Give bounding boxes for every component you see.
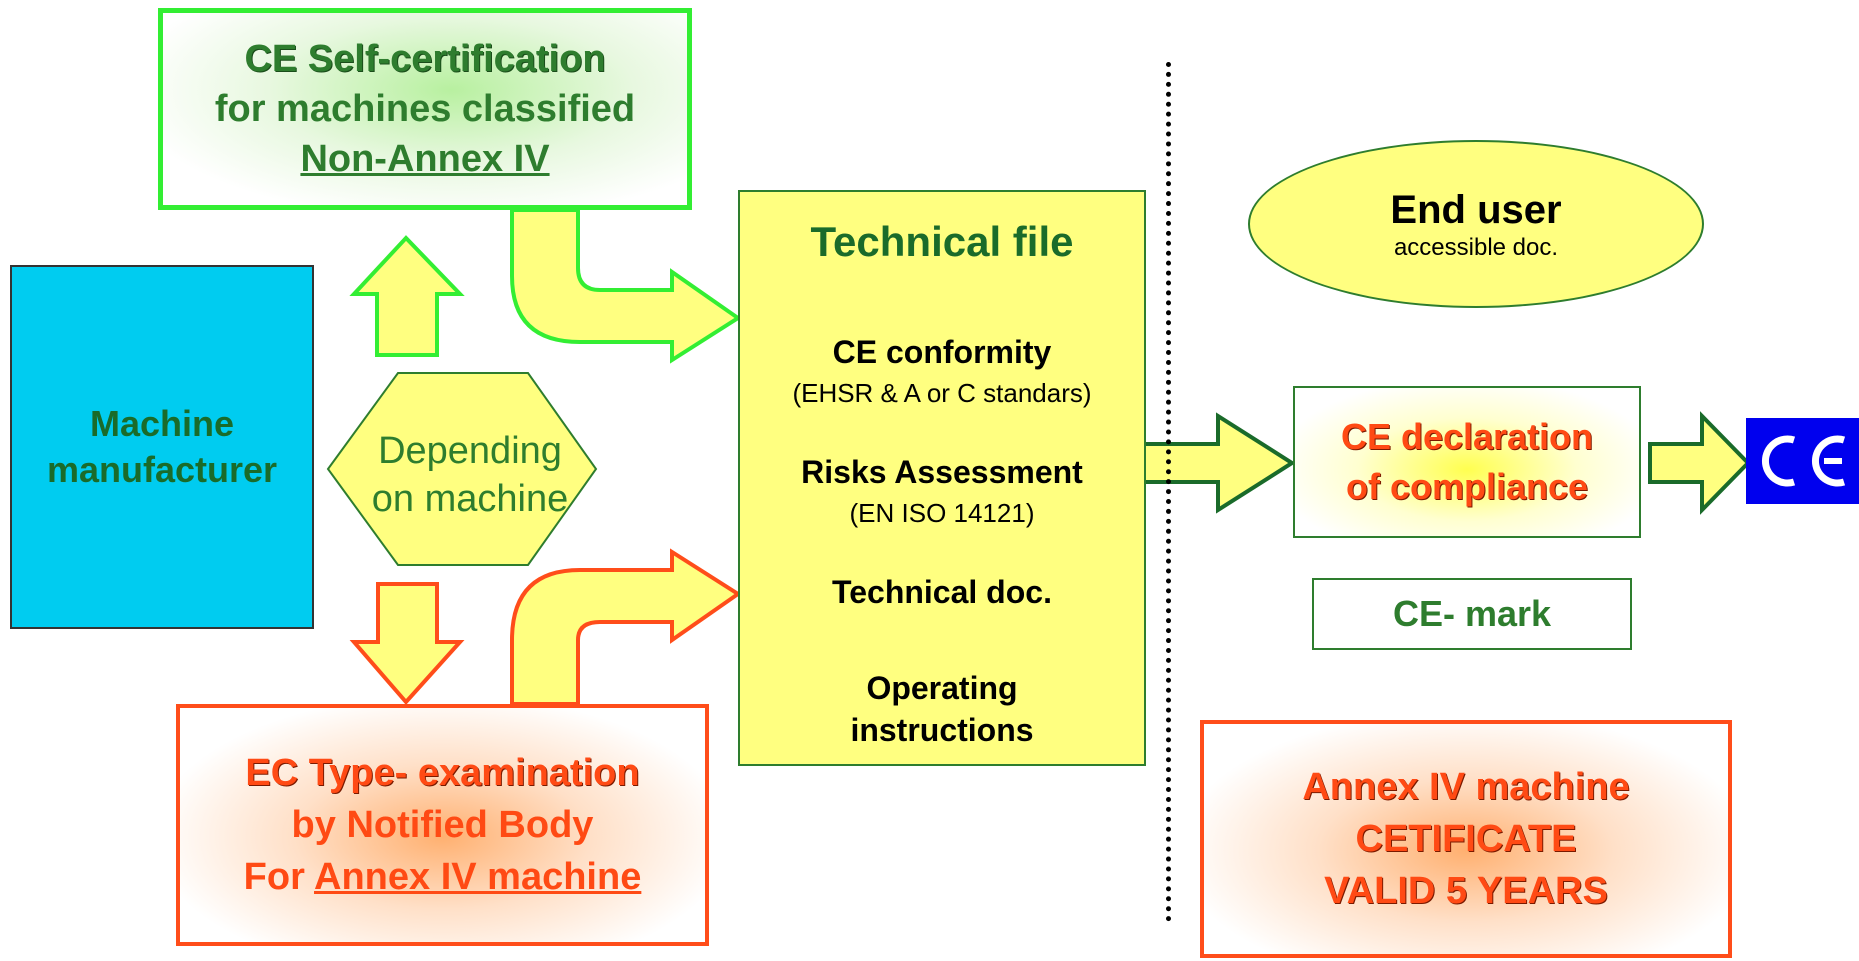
technical-file-title: Technical file <box>810 218 1074 265</box>
ce-mark-box: CE- mark <box>1312 578 1632 650</box>
arrow-to-declaration <box>1136 412 1296 514</box>
curved-arrow-ec-type <box>510 548 742 706</box>
end-user-ellipse: End user accessible doc. <box>1248 140 1704 308</box>
end-user-subtitle: accessible doc. <box>1393 234 1559 261</box>
ce-logo-icon <box>1746 418 1859 504</box>
decision-label: Depending on machine <box>330 420 610 530</box>
decision-line1: Depending <box>378 430 562 472</box>
curved-arrow-self-cert <box>510 208 742 364</box>
decision-hexagon <box>326 372 598 566</box>
tech-item-risk-assessment-sub: (EN ISO 14121) <box>849 498 1035 528</box>
technical-file-box: Technical file CE conformity (EHSR & A o… <box>738 190 1146 766</box>
ec-type-line3: For Annex IV machine <box>244 851 642 903</box>
ec-type-line3-link: Annex IV machine <box>314 856 642 898</box>
ec-type-line1: EC Type- examination <box>245 752 640 794</box>
dotted-divider <box>1166 62 1171 922</box>
self-certification-box: CE Self-certification for machines class… <box>158 8 692 210</box>
ec-type-line2: by Notified Body <box>291 804 594 846</box>
annex-line3: VALID 5 YEARS <box>1324 870 1608 912</box>
self-cert-line2: for machines classified <box>214 88 636 130</box>
tech-item-operating-line1: Operating <box>866 670 1018 706</box>
self-cert-line1: CE Self-certification <box>244 38 606 80</box>
tech-item-ce-conformity: CE conformity <box>832 334 1052 370</box>
up-arrow <box>349 235 465 357</box>
annex-line2: CETIFICATE <box>1355 818 1577 860</box>
manufacturer-line1: Machine <box>89 403 235 444</box>
down-arrow <box>349 582 465 706</box>
tech-item-risk-assessment: Risks Assessment <box>801 454 1083 490</box>
ec-type-examination-box: EC Type- examination by Notified Body Fo… <box>176 704 709 946</box>
tech-item-ce-conformity-sub: (EHSR & A or C standars) <box>792 378 1092 408</box>
decision-line2: on machine <box>371 478 569 520</box>
ce-mark-label: CE- mark <box>1392 593 1552 634</box>
ec-type-line3-prefix: For <box>243 856 315 898</box>
arrow-to-ce-logo <box>1648 411 1751 515</box>
annex-line1: Annex IV machine <box>1302 766 1630 808</box>
declaration-line1: CE declaration <box>1340 416 1594 457</box>
manufacturer-line2: manufacturer <box>46 449 278 490</box>
machine-manufacturer-box: Machine manufacturer <box>10 265 314 629</box>
annex-iv-certificate-box: Annex IV machine CETIFICATE VALID 5 YEAR… <box>1200 720 1732 958</box>
tech-item-operating-line2: instructions <box>850 712 1034 748</box>
ce-declaration-box: CE declaration of compliance <box>1293 386 1641 538</box>
declaration-line2: of compliance <box>1345 466 1589 507</box>
self-cert-line3: Non-Annex IV <box>300 138 550 180</box>
tech-item-technical-doc: Technical doc. <box>832 574 1052 610</box>
end-user-title: End user <box>1390 188 1562 232</box>
